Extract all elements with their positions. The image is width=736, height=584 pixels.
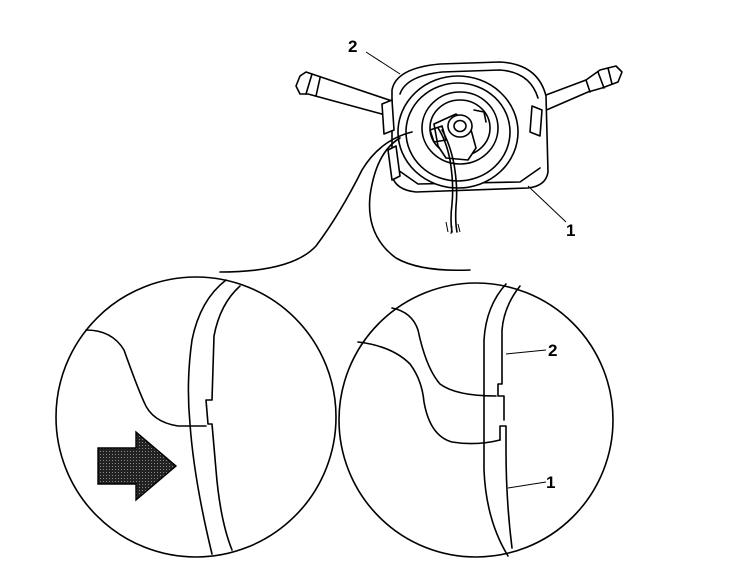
switch-assembly bbox=[295, 51, 623, 235]
right-arrow-icon bbox=[97, 430, 178, 502]
wire-harness bbox=[437, 127, 454, 233]
detail-view-right bbox=[338, 282, 614, 558]
clock-spring-coil bbox=[397, 75, 519, 189]
detail-leader-right bbox=[368, 137, 471, 272]
callout-number: 1 bbox=[566, 221, 575, 240]
callout-number: 2 bbox=[348, 37, 357, 56]
detail-view-left bbox=[55, 276, 337, 558]
callout-number: 1 bbox=[546, 473, 555, 492]
detail-leader-left bbox=[219, 131, 413, 273]
callout-number: 2 bbox=[548, 341, 557, 360]
